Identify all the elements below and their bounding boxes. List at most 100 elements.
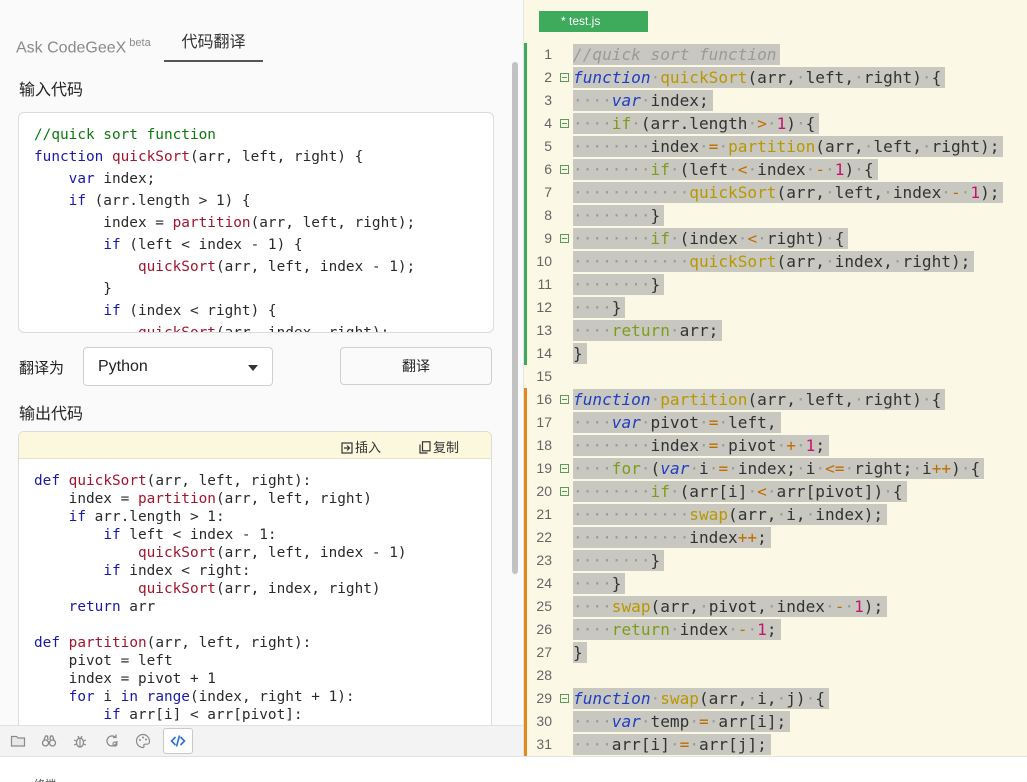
binoculars-icon[interactable] [37,730,61,752]
editor-line[interactable]: 30····var·temp·=·arr[i]; [524,710,1027,733]
editor-line[interactable]: 13····return·arr; [524,319,1027,342]
line-number: 11 [537,276,552,292]
editor-line-text[interactable]: function·quickSort(arr,·left,·right)·{ [573,67,946,88]
fold-toggle-icon[interactable] [560,487,569,496]
editor-line[interactable]: 14} [524,342,1027,365]
fold-toggle-icon[interactable] [560,165,569,174]
editor-line[interactable]: 5········index·=·partition(arr,·left,·ri… [524,135,1027,158]
fold-toggle-icon[interactable] [560,395,569,404]
fold-toggle-icon[interactable] [560,234,569,243]
editor-line-text[interactable]: ············quickSort(arr,·left,·index·-… [573,182,1004,203]
editor-line[interactable]: 12····} [524,296,1027,319]
translate-button[interactable]: 翻译 [340,347,492,385]
editor-line-text[interactable] [573,665,577,686]
editor-line-text[interactable]: ············swap(arr,·i,·index); [573,504,888,525]
editor-line-text[interactable]: ····for·(var·i·=·index;·i·<=·right;·i++)… [573,458,985,479]
editor-line[interactable]: 3····var·index; [524,89,1027,112]
output-code-line: for i in range(index, right + 1): [68,689,355,705]
line-number: 18 [536,437,552,453]
editor-line[interactable]: 8········} [524,204,1027,227]
editor-line[interactable]: 27} [524,641,1027,664]
editor-line-text[interactable]: ····if·(arr.length·>·1)·{ [573,113,820,134]
editor-line[interactable]: 18 ········index·=·pivot·+·1; [524,434,1027,457]
editor-line-text[interactable]: ········} [573,550,665,571]
line-number: 31 [536,736,552,752]
editor-line-text[interactable]: ········} [573,274,665,295]
editor-line-text[interactable]: ········if·(arr[i]·<·arr[pivot])·{ [573,481,907,502]
editor-line-text[interactable]: ········if·(index·<·right)·{ [573,228,849,249]
editor-line-text[interactable]: ····return·arr; [573,320,723,341]
editor-line[interactable]: 19····for·(var·i·=·index;·i·<=·right;·i+… [524,457,1027,480]
panel-scrollbar[interactable] [512,62,518,574]
folder-icon[interactable] [6,730,30,752]
editor-line[interactable]: 9········if·(index·<·right)·{ [524,227,1027,250]
editor-line[interactable]: 25····swap(arr,·pivot,·index·-·1); [524,595,1027,618]
panel-divider[interactable] [523,0,524,756]
editor-line-text[interactable]: ····} [573,297,626,318]
refresh-search-icon[interactable] [100,730,124,752]
editor-line-text[interactable]: ············quickSort(arr,·index,·right)… [573,251,975,272]
editor-line-text[interactable]: ····} [573,573,626,594]
editor-line-text[interactable]: ········index·=·partition(arr,·left,·rig… [573,136,1004,157]
line-number: 27 [536,644,552,660]
fold-toggle-icon[interactable] [560,73,569,82]
editor-line-text[interactable]: ········if·(left·<·index·-·1)·{ [573,159,878,180]
editor-line-text[interactable]: //quick sort function [573,44,781,65]
fold-toggle-icon[interactable] [560,119,569,128]
editor-line-text[interactable]: ····swap(arr,·pivot,·index·-·1); [573,596,888,617]
editor-line-text[interactable]: ····var·temp·=·arr[i]; [573,711,791,732]
editor-line-text[interactable]: ····var·index; [573,90,713,111]
editor-line-text[interactable]: function·partition(arr,·left,·right)·{ [573,389,946,410]
editor-line[interactable]: 31 ····arr[i]·=·arr[j]; [524,733,1027,756]
fold-toggle-icon[interactable] [560,694,569,703]
output-code-line: if arr[i] < arr[pivot]: [103,707,303,723]
editor-line[interactable]: 21············swap(arr,·i,·index); [524,503,1027,526]
editor-line-text[interactable]: } [573,343,587,364]
editor-line[interactable]: 17····var·pivot·=·left, [524,411,1027,434]
editor-line[interactable]: 11 ········} [524,273,1027,296]
editor-line[interactable]: 15 [524,365,1027,388]
editor-line[interactable]: 26····return·index·-·1; [524,618,1027,641]
editor-line[interactable]: 24····} [524,572,1027,595]
editor-line-text[interactable]: ····var·pivot·=·left, [573,412,781,433]
editor-line-text[interactable]: ····return·index·-·1; [573,619,781,640]
tab-code-translate[interactable]: 代码翻译 [164,24,263,62]
editor-line[interactable]: 10 ············quickSort(arr,·index,·righ… [524,250,1027,273]
palette-icon[interactable] [131,730,155,752]
editor-line-text[interactable]: ········} [573,205,665,226]
editor-line[interactable]: 6········if·(left·<·index·-·1)·{ [524,158,1027,181]
editor-line-text[interactable] [573,366,577,387]
fold-toggle-icon[interactable] [560,464,569,473]
editor-line[interactable]: 23········} [524,549,1027,572]
insert-button[interactable]: 插入 [341,437,381,456]
editor-line-text[interactable]: function·swap(arr,·i,·j)·{ [573,688,830,709]
line-number: 15 [536,368,552,384]
editor-line[interactable]: 28 [524,664,1027,687]
editor-line-text[interactable]: ········index·=·pivot·+·1; [573,435,830,456]
change-marker-bar [524,43,527,365]
target-language-select[interactable]: Python [83,347,273,386]
output-code-panel: 插入 复制 def quickSort(arr, left, right): i… [18,431,492,741]
bottom-panel-label[interactable]: 终端 [34,776,56,782]
editor-line[interactable]: 7············quickSort(arr,·left,·index·… [524,181,1027,204]
editor-line[interactable]: 22············index++; [524,526,1027,549]
line-number: 10 [536,253,552,269]
editor-line-text[interactable]: } [573,642,587,663]
copy-button[interactable]: 复制 [419,437,459,456]
editor-tab-test-js[interactable]: * test.js [539,11,648,32]
editor-line[interactable]: 4····if·(arr.length·>·1)·{ [524,112,1027,135]
editor-line-text[interactable]: ····arr[i]·=·arr[j]; [573,734,771,755]
codegeex-icon[interactable] [163,728,193,754]
bug-icon[interactable] [68,730,92,752]
editor-line-text[interactable]: ············index++; [573,527,771,548]
editor-line[interactable]: 20········if·(arr[i]·<·arr[pivot])·{ [524,480,1027,503]
editor-line[interactable]: 1//quick sort function [524,43,1027,66]
